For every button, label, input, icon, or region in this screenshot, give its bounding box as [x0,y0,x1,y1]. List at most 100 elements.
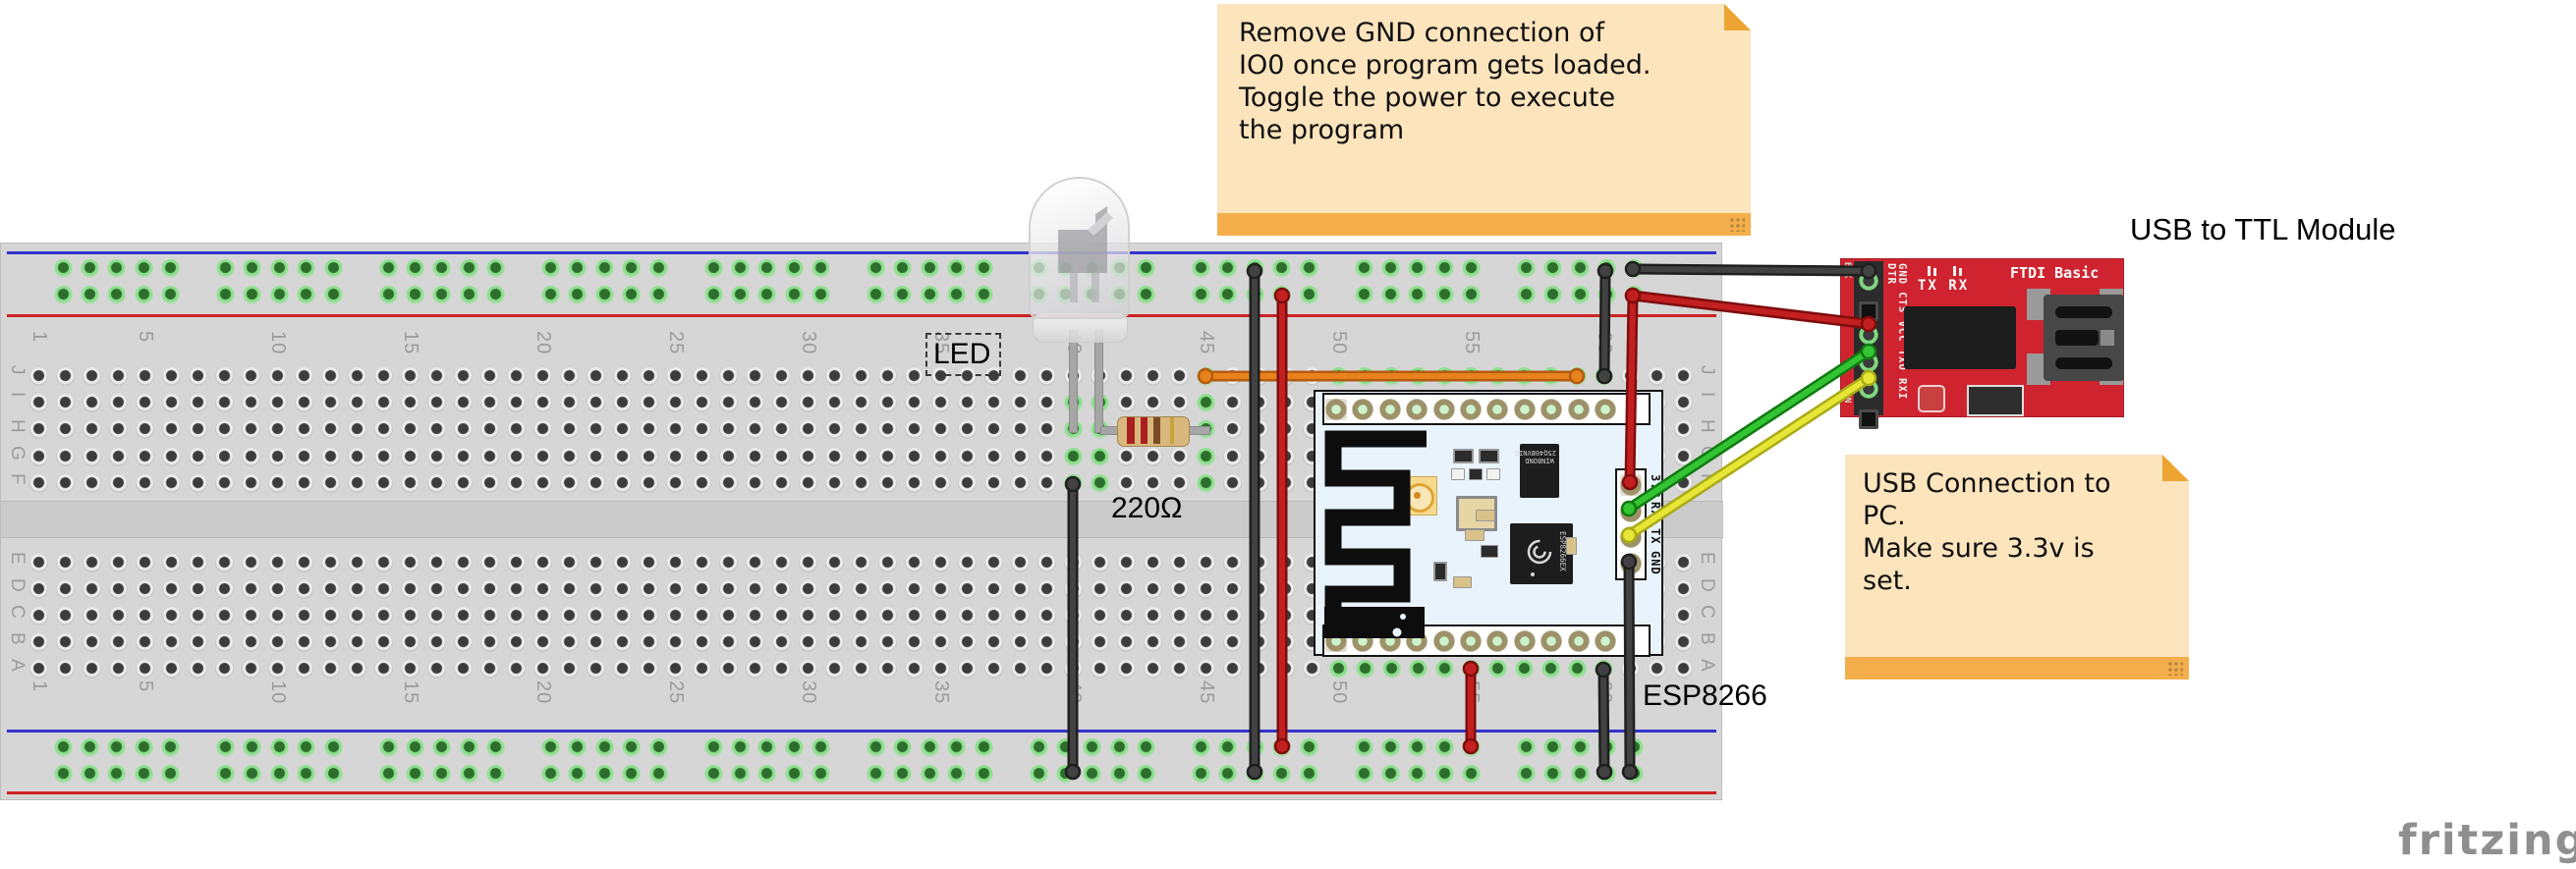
breadboard-hole[interactable] [718,553,738,572]
breadboard-hole[interactable] [1169,393,1189,412]
esp-bottom-pin[interactable] [1460,630,1482,652]
rail-hole[interactable] [1462,737,1482,757]
breadboard-hole[interactable] [1196,366,1215,386]
breadboard-hole[interactable] [798,447,817,466]
rail-hole[interactable] [405,737,424,757]
breadboard-hole[interactable] [82,447,101,466]
breadboard-hole[interactable] [957,579,977,599]
breadboard-hole[interactable] [426,579,446,599]
rail-hole[interactable] [974,285,993,304]
breadboard-hole[interactable] [824,633,844,653]
breadboard-hole[interactable] [612,393,632,412]
breadboard-hole[interactable] [400,660,420,679]
breadboard-hole[interactable] [294,447,313,466]
breadboard-hole[interactable] [559,474,579,494]
breadboard-hole[interactable] [1010,474,1030,494]
breadboard-hole[interactable] [1222,366,1242,386]
ftdi-pin-vcc[interactable] [1859,325,1878,345]
rail-hole[interactable] [1354,258,1373,278]
breadboard-hole[interactable] [506,579,526,599]
breadboard-hole[interactable] [904,606,924,625]
breadboard-hole[interactable] [320,393,340,412]
breadboard-hole[interactable] [1275,606,1295,625]
rail-hole[interactable] [1354,764,1373,784]
rail-hole[interactable] [730,737,750,757]
breadboard-hole[interactable] [639,633,658,653]
breadboard-hole[interactable] [320,366,340,386]
breadboard-hole[interactable] [28,633,48,653]
breadboard-hole[interactable] [692,366,711,386]
rail-hole[interactable] [1570,737,1590,757]
rail-hole[interactable] [243,737,262,757]
breadboard-hole[interactable] [639,420,658,440]
breadboard-hole[interactable] [506,606,526,625]
breadboard-hole[interactable] [214,366,234,386]
breadboard-hole[interactable] [294,606,313,625]
breadboard-hole[interactable] [28,393,48,412]
rail-hole[interactable] [1192,737,1210,757]
breadboard-hole[interactable] [28,606,48,625]
rail-hole[interactable] [80,285,99,304]
breadboard-hole[interactable] [1169,474,1189,494]
breadboard-hole[interactable] [1090,447,1109,466]
breadboard-hole[interactable] [1620,366,1640,386]
rail-hole[interactable] [1408,258,1428,278]
breadboard-hole[interactable] [479,420,499,440]
breadboard-hole[interactable] [983,474,1003,494]
breadboard-hole[interactable] [82,474,101,494]
breadboard-hole[interactable] [745,393,764,412]
breadboard-hole[interactable] [161,447,181,466]
breadboard-hole[interactable] [506,393,526,412]
breadboard-hole[interactable] [665,474,685,494]
rail-hole[interactable] [784,258,804,278]
esp-bottom-pin[interactable] [1513,630,1536,652]
breadboard-hole[interactable] [1143,474,1162,494]
breadboard-hole[interactable] [108,366,128,386]
rail-hole[interactable] [812,764,831,784]
breadboard-hole[interactable] [851,553,870,572]
rail-hole[interactable] [974,737,993,757]
breadboard-hole[interactable] [108,393,128,412]
rail-hole[interactable] [1597,764,1617,784]
breadboard-hole[interactable] [798,660,817,679]
breadboard-hole[interactable] [586,579,605,599]
breadboard-hole[interactable] [320,606,340,625]
breadboard-hole[interactable] [214,606,234,625]
rail-hole[interactable] [1380,764,1400,784]
breadboard-hole[interactable] [957,447,977,466]
breadboard-hole[interactable] [1302,660,1321,679]
breadboard-hole[interactable] [1673,606,1693,625]
breadboard-hole[interactable] [400,606,420,625]
breadboard-hole[interactable] [639,660,658,679]
rail-hole[interactable] [1245,258,1264,278]
rail-hole[interactable] [893,737,913,757]
breadboard-hole[interactable] [1275,579,1295,599]
rail-hole[interactable] [1543,764,1563,784]
breadboard-hole[interactable] [532,606,552,625]
rail-hole[interactable] [1408,737,1428,757]
rail-hole[interactable] [432,258,452,278]
esp-bottom-pin[interactable] [1540,630,1563,652]
breadboard-hole[interactable] [426,447,446,466]
breadboard-hole[interactable] [1116,474,1136,494]
breadboard-hole[interactable] [373,606,393,625]
breadboard-hole[interactable] [188,606,207,625]
breadboard-hole[interactable] [426,606,446,625]
rail-hole[interactable] [568,764,588,784]
breadboard-hole[interactable] [957,660,977,679]
esp-bottom-pin[interactable] [1432,630,1455,652]
breadboard-hole[interactable] [771,633,791,653]
breadboard-hole[interactable] [1381,660,1401,679]
rail-hole[interactable] [432,285,452,304]
breadboard-hole[interactable] [82,420,101,440]
rail-hole[interactable] [1624,258,1644,278]
breadboard-hole[interactable] [824,606,844,625]
esp-top-pin[interactable] [1486,399,1509,420]
breadboard-hole[interactable] [1036,447,1056,466]
breadboard-hole[interactable] [612,474,632,494]
rail-hole[interactable] [1299,737,1318,757]
rail-hole[interactable] [893,764,913,784]
rail-hole[interactable] [1408,764,1428,784]
breadboard-hole[interactable] [294,633,313,653]
rail-hole[interactable] [378,258,398,278]
